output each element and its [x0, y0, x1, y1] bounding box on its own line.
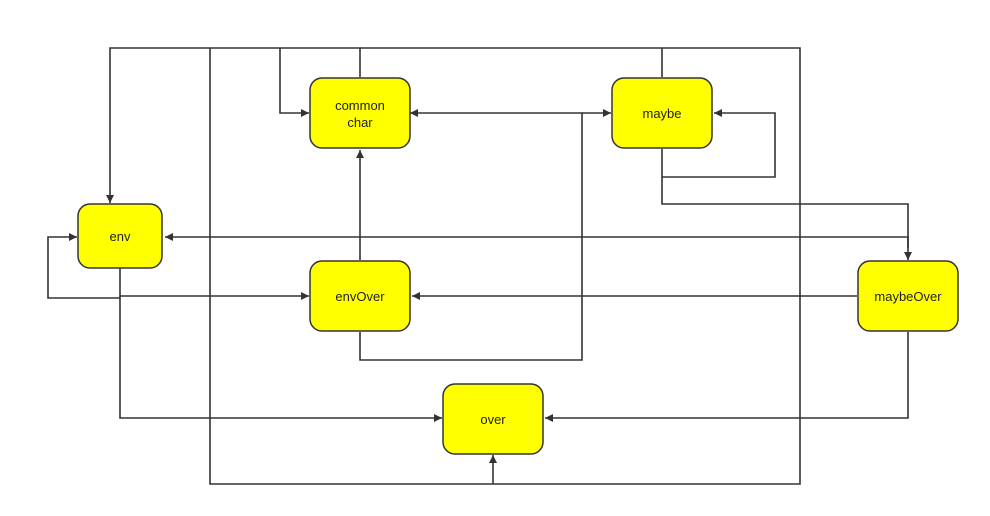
node-env-over-label: envOver — [335, 289, 385, 304]
node-maybe-over[interactable]: maybeOver — [857, 260, 959, 332]
node-env-label: env — [110, 229, 131, 244]
edge-env-self-loop — [47, 233, 120, 299]
edge-top-bus — [209, 47, 801, 485]
node-maybe-box — [611, 77, 713, 149]
node-maybe-label: maybe — [642, 106, 681, 121]
node-over[interactable]: over — [442, 383, 544, 455]
edge-env-over-loop-to-common-char — [359, 109, 583, 361]
node-over-label: over — [480, 412, 506, 427]
edge-common-char-to-env — [106, 47, 361, 203]
edge-maybe-over-to-over — [545, 332, 909, 422]
edge-maybe-self-loop — [661, 109, 776, 178]
node-maybe-over-label: maybeOver — [874, 289, 942, 304]
node-env[interactable]: env — [77, 203, 163, 269]
node-common-char-box — [309, 77, 411, 149]
edges — [47, 47, 912, 485]
node-env-over-box — [309, 260, 411, 332]
edge-env-to-env-over — [119, 268, 309, 300]
edge-maybe-over-to-env — [165, 233, 909, 248]
nodes: common char maybe env envOver maybeOver … — [77, 77, 959, 455]
edge-maybe-to-maybe-over — [661, 177, 912, 260]
node-maybe-over-box — [857, 260, 959, 332]
edge-top-to-common-char — [279, 48, 309, 117]
node-maybe[interactable]: maybe — [611, 77, 713, 149]
node-env-over[interactable]: envOver — [309, 260, 411, 332]
node-common-char[interactable]: common char — [309, 77, 411, 149]
node-over-box — [442, 383, 544, 455]
node-common-char-label-line-2: char — [347, 115, 373, 130]
node-common-char-label-line-1: common — [335, 98, 385, 113]
edge-env-to-over — [119, 296, 442, 422]
node-env-box — [77, 203, 163, 269]
